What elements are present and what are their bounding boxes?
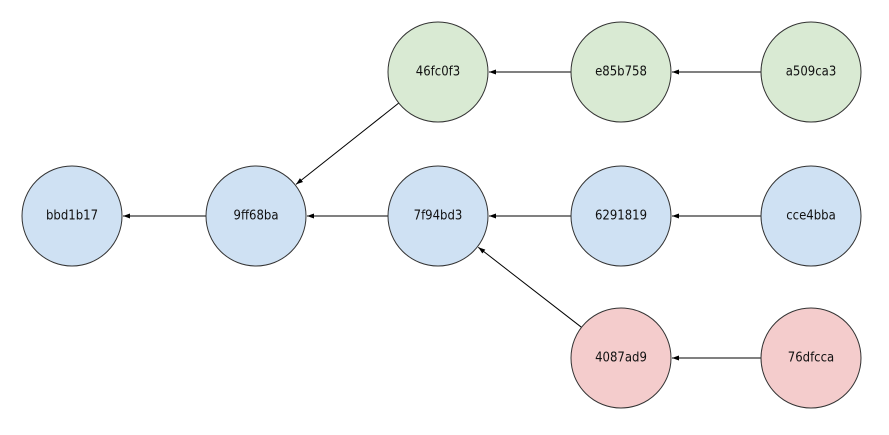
commit-circle [570, 21, 672, 123]
commit-label: cce4bba [786, 209, 836, 224]
commit-node-cce4bba: cce4bba [760, 165, 862, 267]
commit-node-a509ca3: a509ca3 [760, 21, 862, 123]
commit-node-6291819: 6291819 [570, 165, 672, 267]
commit-label: 7f94bd3 [414, 209, 463, 224]
commit-label: e85b758 [595, 65, 647, 80]
commit-label: bbd1b17 [46, 209, 98, 224]
commit-nodes: bbd1b17 9ff68ba 7f94bd3 6291819 cce4bba 46fc0… [21, 21, 862, 409]
edge-4087ad9-to-7f94bd3 [477, 246, 582, 328]
edge-46fc0f3-to-9ff68ba [295, 102, 400, 185]
commit-label: 46fc0f3 [416, 65, 460, 80]
commit-circle [570, 165, 672, 267]
commit-circle [760, 21, 862, 123]
commit-label: a509ca3 [786, 65, 837, 80]
commit-label: 6291819 [595, 209, 647, 224]
commit-circle [570, 307, 672, 409]
commit-node-46fc0f3: 46fc0f3 [387, 21, 489, 123]
commit-label: 76dfcca [788, 351, 834, 366]
commit-node-bbd1b17: bbd1b17 [21, 165, 123, 267]
commit-circle [205, 165, 307, 267]
commit-node-9ff68ba: 9ff68ba [205, 165, 307, 267]
commit-circle [760, 165, 862, 267]
commit-label: 9ff68ba [234, 209, 279, 224]
commit-label: 4087ad9 [595, 351, 647, 366]
commit-circle [760, 307, 862, 409]
commit-node-7f94bd3: 7f94bd3 [387, 165, 489, 267]
commit-node-e85b758: e85b758 [570, 21, 672, 123]
commit-circle [387, 21, 489, 123]
commit-circle [387, 165, 489, 267]
commit-circle [21, 165, 123, 267]
edges [123, 69, 761, 361]
commit-node-76dfcca: 76dfcca [760, 307, 862, 409]
commit-node-4087ad9: 4087ad9 [570, 307, 672, 409]
